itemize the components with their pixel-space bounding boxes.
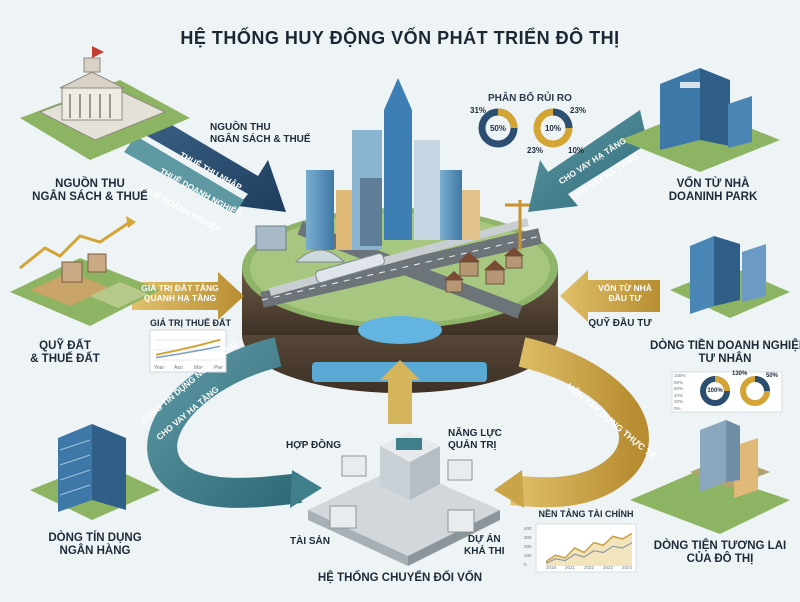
- land-node-label-line2: & THUẾ ĐẤT: [30, 353, 100, 366]
- private-donut-right-side: 50%: [766, 373, 779, 379]
- land-chart-x-label: Aso: [174, 365, 183, 371]
- risk-donut-right-bottom: 10%: [568, 146, 585, 155]
- converter-platform-illustration: [308, 432, 500, 566]
- page-title: HỆ THỐNG HUY ĐỘNG VỐN PHÁT TRIỂN ĐÔ THỊ: [180, 28, 620, 48]
- private-donut-left-center: 100%: [707, 388, 723, 394]
- land-arrow-line2: QUANH HẠ TẦNG: [143, 292, 217, 303]
- private-node-label-line2: TƯ NHÂN: [698, 353, 752, 366]
- converter-node-label: HỆ THỐNG CHUYỂN ĐỔI VỐN: [317, 572, 483, 584]
- converter-project-line2: KHẢ THI: [464, 545, 505, 557]
- converter-assets-label: TÀI SẢN: [290, 536, 330, 547]
- converter-project-line1: DỰ ÁN: [467, 534, 501, 545]
- finance-chart-x-label: 2019: [546, 565, 557, 570]
- budget-arrow-heading-line1: NGUỒN THU: [210, 122, 271, 133]
- arrow-land: [132, 272, 244, 320]
- private-towers-illustration: [670, 236, 790, 318]
- budget-node-label-line1: NGUỒN THU: [55, 178, 125, 190]
- future-node-label-line1: DÒNG TIỆN TƯƠNG LAI: [653, 540, 787, 552]
- converter-governance-line2: QUẢN TRỊ: [448, 439, 497, 451]
- government-building-illustration: [20, 46, 190, 160]
- finance-chart-y-tick: 300: [524, 535, 532, 540]
- land-node-label: QUỸ ĐẤT & THUẾ ĐẤT: [10, 340, 120, 366]
- bank-node-label: DÒNG TÍN DỤNG NGÂN HÀNG: [30, 532, 160, 558]
- land-chart-x-labels: Year Aso Mar Pier: [150, 365, 226, 375]
- finance-chart-y-tick: 100: [524, 553, 532, 558]
- budget-arrow-heading-line2: NGÂN SÁCH & THUẾ: [210, 133, 311, 145]
- finance-chart-x-label: 2022: [584, 565, 595, 570]
- future-node-label: DÒNG TIỆN TƯƠNG LAI CỦA ĐÔ THỊ: [650, 540, 790, 566]
- investor-caption: QUỸ ĐẦU TƯ: [588, 318, 652, 329]
- budget-arrow-heading: NGUỒN THU NGÂN SÁCH & THUẾ: [210, 122, 311, 145]
- risk-donut-right-center: 10%: [544, 124, 561, 133]
- land-arrow-label: GIÁ TRỊ ĐẤT TĂNG QUANH HẠ TẦNG: [140, 283, 220, 304]
- risk-panel-title: PHÂN BỔ RỦI RO: [488, 93, 572, 104]
- land-chart-x-label: Pier: [214, 365, 223, 371]
- land-chart-x-label: Mar: [194, 365, 203, 371]
- private-node-label-line1: DÒNG TIỀN DOANH NGHIỆP: [650, 340, 800, 352]
- private-panel-y-tick: 0%: [674, 405, 681, 411]
- finance-chart-x-labels: 2019 2021 2022 2023 2024: [546, 565, 632, 575]
- future-node-label-line2: CỦA ĐÔ THỊ: [686, 553, 754, 566]
- risk-donut-left-center: 50%: [489, 124, 506, 133]
- risk-donut-right-top: 23%: [570, 106, 587, 115]
- finance-chart-x-label: 2023: [603, 565, 614, 570]
- investor-arrow-label: VỐN TỪ NHÀ ĐẦU TƯ: [592, 283, 658, 304]
- risk-panel: [478, 108, 573, 148]
- finance-chart-y-ticks: 400 300 200 100 0: [524, 526, 538, 567]
- land-node-label-line1: QUỸ ĐẤT: [39, 340, 91, 352]
- private-panel-y-tick: 80%: [674, 379, 684, 385]
- investor-arrow-line2: ĐẦU TƯ: [608, 292, 642, 303]
- converter-contract-label: HỢP ĐỒNG: [286, 440, 342, 451]
- arrow-park: [528, 110, 660, 212]
- private-node-label: DÒNG TIỀN DOANH NGHIỆP TƯ NHÂN: [650, 340, 800, 366]
- private-panel: [671, 371, 783, 413]
- finance-chart-title: NỀN TẢNG TÀI CHÍNH: [538, 509, 634, 519]
- arrow-budget: [124, 112, 286, 214]
- private-panel-y-tick: 20%: [674, 399, 684, 404]
- private-panel-y-ticks: 100%80%60%40%20%0%: [674, 373, 694, 411]
- converter-governance-line1: NĂNG LỰC: [448, 428, 502, 439]
- land-arrow-line1: GIÁ TRỊ ĐẤT TĂNG: [141, 283, 219, 293]
- park-node-label-line1: VỐN TỪ NHÀ: [676, 178, 750, 190]
- risk-between-label: 23%: [527, 146, 544, 155]
- finance-chart-x-label: 2024: [622, 565, 633, 570]
- finance-chart-y-tick: 400: [524, 526, 532, 531]
- land-tax-chart: [149, 329, 227, 373]
- private-panel-y-tick: 40%: [674, 392, 684, 398]
- land-chart-title: GIÁ TRỊ THUẾ ĐẤT: [150, 318, 231, 328]
- converter-project-label: DỰ ÁN KHẢ THI: [464, 534, 505, 557]
- finance-chart-y-tick: 200: [524, 544, 532, 549]
- park-node-label-line2: DOANINH PARK: [668, 191, 758, 204]
- bank-node-label-line1: DÒNG TÍN DỤNG: [48, 532, 142, 544]
- investor-arrow-line1: VỐN TỪ NHÀ: [598, 283, 652, 293]
- budget-node-label-line2: NGÂN SÁCH & THUẾ: [32, 191, 148, 204]
- arrow-investor: [560, 270, 660, 322]
- land-plots-illustration: [10, 216, 160, 326]
- finance-chart: [535, 523, 637, 573]
- bank-node-label-line2: NGÂN HÀNG: [59, 545, 131, 558]
- budget-node-label: NGUỒN THU NGÂN SÁCH & THUẾ: [20, 178, 160, 204]
- finance-chart-x-label: 2021: [565, 565, 576, 570]
- finance-chart-y-tick: 0: [524, 562, 527, 567]
- private-panel-y-tick: 60%: [674, 386, 684, 391]
- arrow-future: [494, 337, 649, 508]
- arrow-up-center: [380, 360, 420, 424]
- park-node-label: VỐN TỪ NHÀ DOANINH PARK: [648, 178, 778, 204]
- park-buildings-illustration: [620, 68, 780, 172]
- arrow-bank: [147, 337, 322, 508]
- future-city-illustration: [630, 420, 790, 534]
- land-chart-x-label: Year: [154, 365, 165, 371]
- risk-donut-left-side: 31%: [470, 106, 487, 115]
- private-panel-y-tick: 100%: [674, 373, 686, 378]
- converter-governance-label: NĂNG LỰC QUẢN TRỊ: [448, 428, 502, 451]
- private-donut-right-top: 130%: [732, 371, 748, 377]
- bank-building-illustration: [30, 424, 160, 520]
